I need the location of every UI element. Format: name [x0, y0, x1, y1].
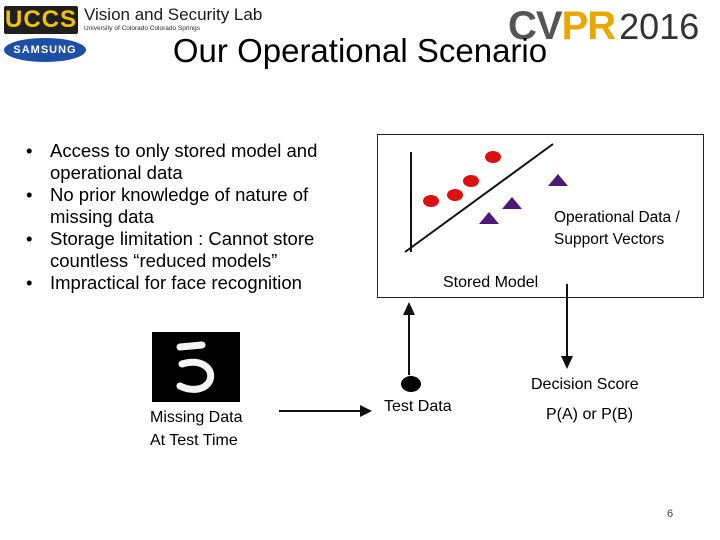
- probability-label: P(A) or P(B): [546, 403, 633, 426]
- test-data-point: [401, 376, 421, 392]
- test-data-label: Test Data: [384, 395, 452, 418]
- down-arrowhead: [561, 356, 573, 369]
- decision-score-label: Decision Score: [531, 373, 639, 396]
- up-arrowhead: [403, 302, 415, 315]
- page-number: 6: [667, 508, 673, 520]
- right-arrowhead: [360, 405, 372, 417]
